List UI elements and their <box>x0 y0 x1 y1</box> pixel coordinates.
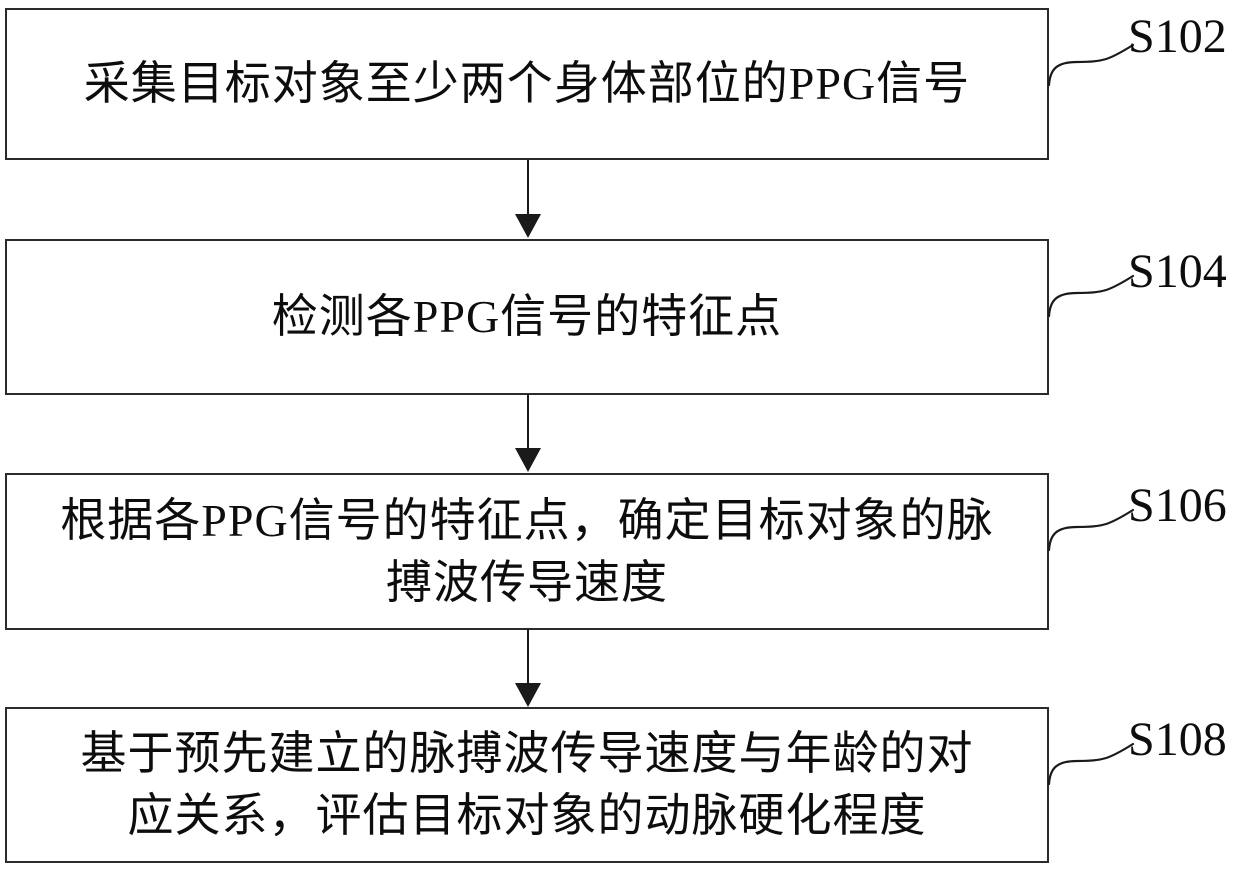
flow-step-text: 采集目标对象至少两个身体部位的PPG信号 <box>83 58 971 109</box>
flow-step-box-s102: 采集目标对象至少两个身体部位的PPG信号 <box>5 8 1049 160</box>
flow-step-text: 检测各PPG信号的特征点 <box>271 291 783 342</box>
leader-curve-s104 <box>1047 274 1135 318</box>
leader-curve-s102 <box>1047 43 1135 87</box>
down-arrow-icon <box>515 629 541 707</box>
flow-step-text-line2: 搏波传导速度 <box>386 556 668 608</box>
flow-step-box-s108: 基于预先建立的脉搏波传导速度与年龄的对 应关系，评估目标对象的动脉硬化程度 <box>5 707 1049 863</box>
down-arrow-icon <box>515 160 541 238</box>
leader-curve-s108 <box>1047 742 1135 786</box>
flow-step-box-s106: 根据各PPG信号的特征点，确定目标对象的脉 搏波传导速度 <box>5 473 1049 630</box>
step-label-s108: S108 <box>1128 713 1227 766</box>
leader-curve-s106 <box>1047 508 1135 552</box>
step-label-s102: S102 <box>1128 10 1227 63</box>
step-label-s106: S106 <box>1128 479 1227 532</box>
flow-step-text-line2: 应关系，评估目标对象的动脉硬化程度 <box>127 790 927 841</box>
step-label-s104: S104 <box>1128 245 1227 298</box>
down-arrow-icon <box>515 394 541 472</box>
flow-step-text-line1: 根据各PPG信号的特征点，确定目标对象的脉 <box>60 494 994 546</box>
flow-step-box-s104: 检测各PPG信号的特征点 <box>5 239 1049 395</box>
flow-step-text-line1: 基于预先建立的脉搏波传导速度与年龄的对 <box>80 728 974 779</box>
